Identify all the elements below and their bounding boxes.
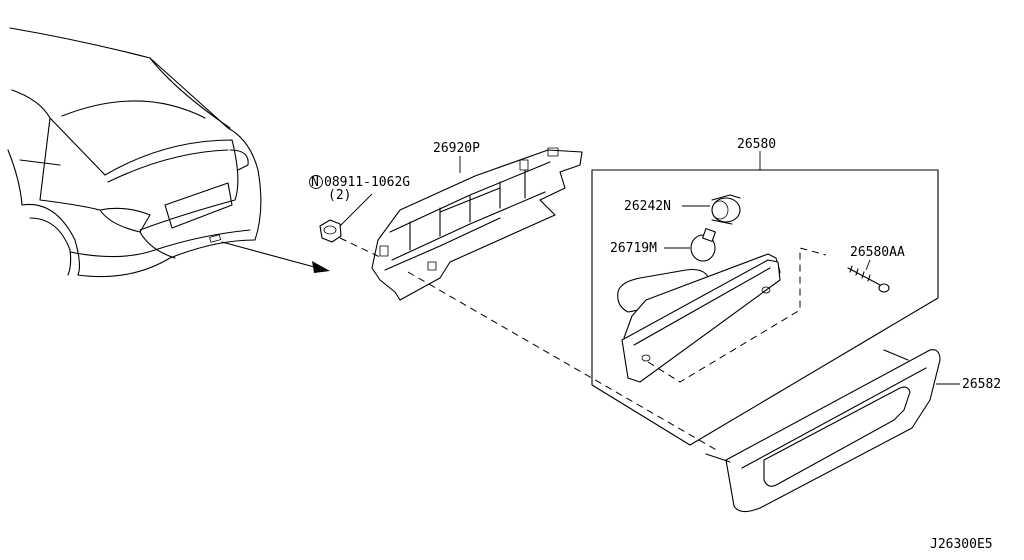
car-rear-illustration xyxy=(7,27,262,278)
label-nut-qty: (2) xyxy=(328,188,351,203)
screw-part-illustration xyxy=(847,259,890,293)
label-finisher: 26582 xyxy=(962,377,1001,392)
part-labels: 26920P N 08911-1062G (2) 26580 26242N 26… xyxy=(309,137,1001,552)
label-nut-symbol: N xyxy=(311,175,319,190)
label-socket: 26242N xyxy=(624,199,671,214)
finisher-part-illustration xyxy=(705,349,960,513)
bulb-part-illustration xyxy=(664,228,716,262)
lamp-unit-illustration xyxy=(617,247,827,383)
location-arrow xyxy=(221,241,330,273)
lamp-assembly-box xyxy=(591,151,939,446)
label-bracket: 26920P xyxy=(433,141,480,156)
nut-symbol-circle xyxy=(309,175,323,189)
label-lamp-assembly: 26580 xyxy=(737,137,776,152)
label-bulb: 26719M xyxy=(610,241,657,256)
diagram-code: J26300E5 xyxy=(930,537,993,552)
nut-part-illustration xyxy=(319,193,373,243)
label-nut: 08911-1062G xyxy=(324,175,410,190)
bracket-part-illustration xyxy=(371,147,583,301)
socket-part-illustration xyxy=(682,194,741,225)
label-screw: 26580AA xyxy=(850,245,905,260)
